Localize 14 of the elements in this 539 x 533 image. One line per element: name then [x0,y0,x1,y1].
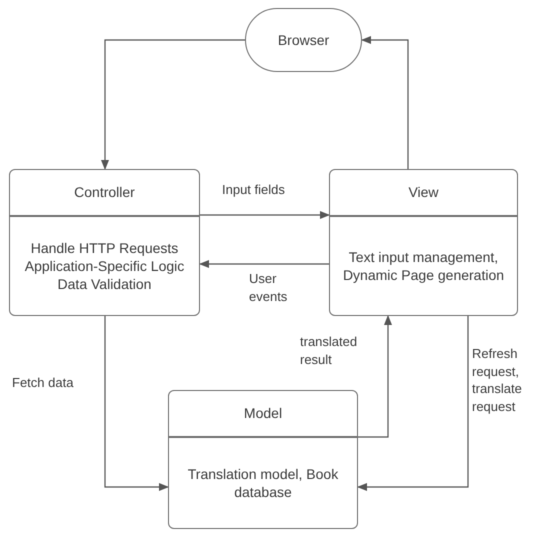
model-body: Translation model, Book database [168,437,358,529]
arrow [200,211,330,219]
arrow [104,316,169,491]
arrow [199,260,329,268]
arrow [101,39,245,170]
arrow [361,36,409,169]
controller-header: Controller [9,169,200,216]
browser-node: Browser [245,8,362,72]
arrow [357,316,469,491]
arrow [358,315,392,438]
controller-body: Handle HTTP Requests Application-Specific Logic Data Validation [9,216,200,316]
view-body: Text input management, Dynamic Page generation [329,216,518,316]
model-header: Model [168,390,358,437]
view-header: View [329,169,518,216]
